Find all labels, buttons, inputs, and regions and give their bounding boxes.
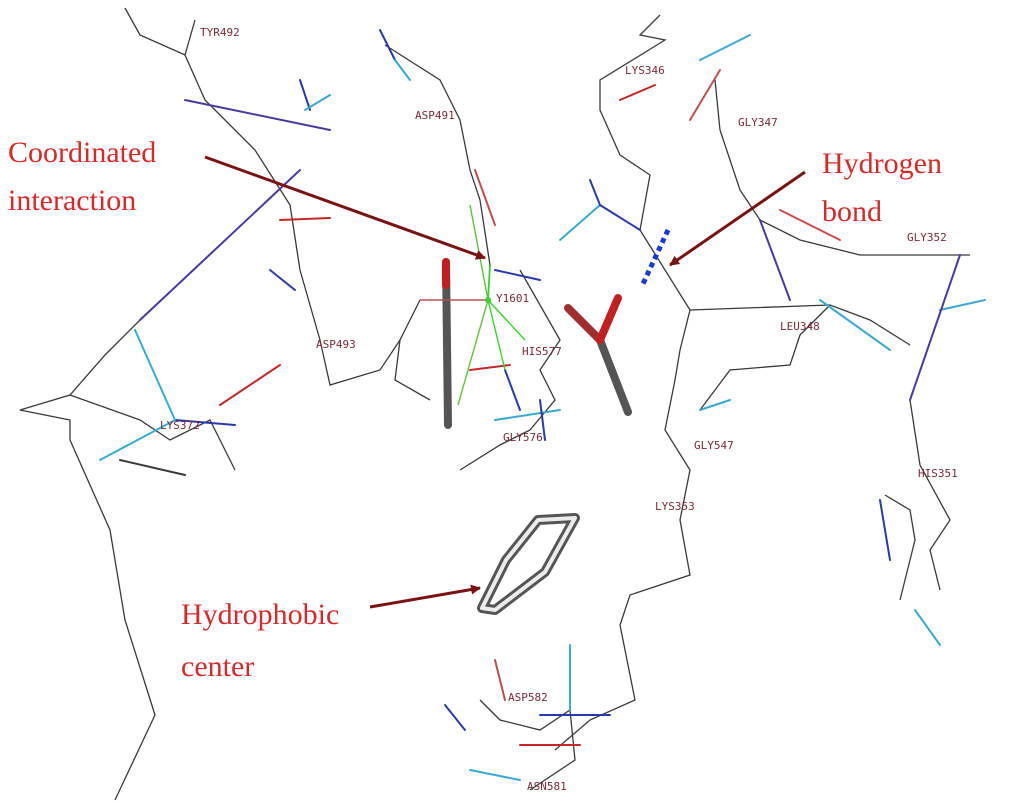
coordination-bonds [420, 204, 526, 406]
annotation-arrows [204, 155, 806, 609]
annotation-texts: Coordinated interaction Hydrogen bond Hy… [8, 136, 942, 683]
residue-label-lys372: LYS372 [160, 419, 200, 432]
coordinated-interaction-label-line2: interaction [8, 184, 136, 217]
residue-label-his577: HIS577 [522, 345, 562, 358]
hydrogen-bond-label-line1: Hydrogen [822, 147, 942, 180]
residue-label-leu348: LEU348 [780, 320, 820, 333]
residue-label-gly576: GLY576 [503, 431, 543, 444]
residue-label-his351: HIS351 [918, 467, 958, 480]
residue-label-lys353: LYS353 [655, 500, 695, 513]
hydrogen-bond-arrow [669, 170, 806, 267]
residue-label-y1601: Y1601 [496, 292, 529, 305]
hydrophobic-center-label-line2: center [181, 650, 254, 683]
residue-label-gly352: GLY352 [907, 231, 947, 244]
hydrogen-bond-label-line2: bond [822, 195, 882, 228]
coordinated-interaction-label-line1: Coordinated [8, 136, 156, 169]
residue-label-asp491: ASP491 [415, 109, 455, 122]
residue-label-asp582: ASP582 [508, 691, 548, 704]
residue-label-gly547: GLY547 [694, 439, 734, 452]
residue-label-gly347: GLY347 [738, 116, 778, 129]
coordinated-arrow [204, 155, 486, 260]
residue-label-asp493: ASP493 [316, 338, 356, 351]
residue-label-asn581: ASN581 [527, 780, 567, 793]
residue-label-lys346: LYS346 [625, 64, 665, 77]
hydrophobic-arrow [369, 584, 481, 609]
benzene-ring [477, 513, 580, 615]
residue-labels: TYR492 ASP491 LYS346 GLY347 GLY352 LEU34… [160, 26, 958, 793]
residue-label-tyr492: TYR492 [200, 26, 240, 39]
protein-backbone [19, 7, 970, 801]
ligand-sticks [442, 258, 632, 429]
hydrogen-bond-line [639, 228, 671, 288]
side-chains [99, 29, 986, 781]
hydrophobic-center-label-line1: Hydrophobic [181, 598, 339, 631]
